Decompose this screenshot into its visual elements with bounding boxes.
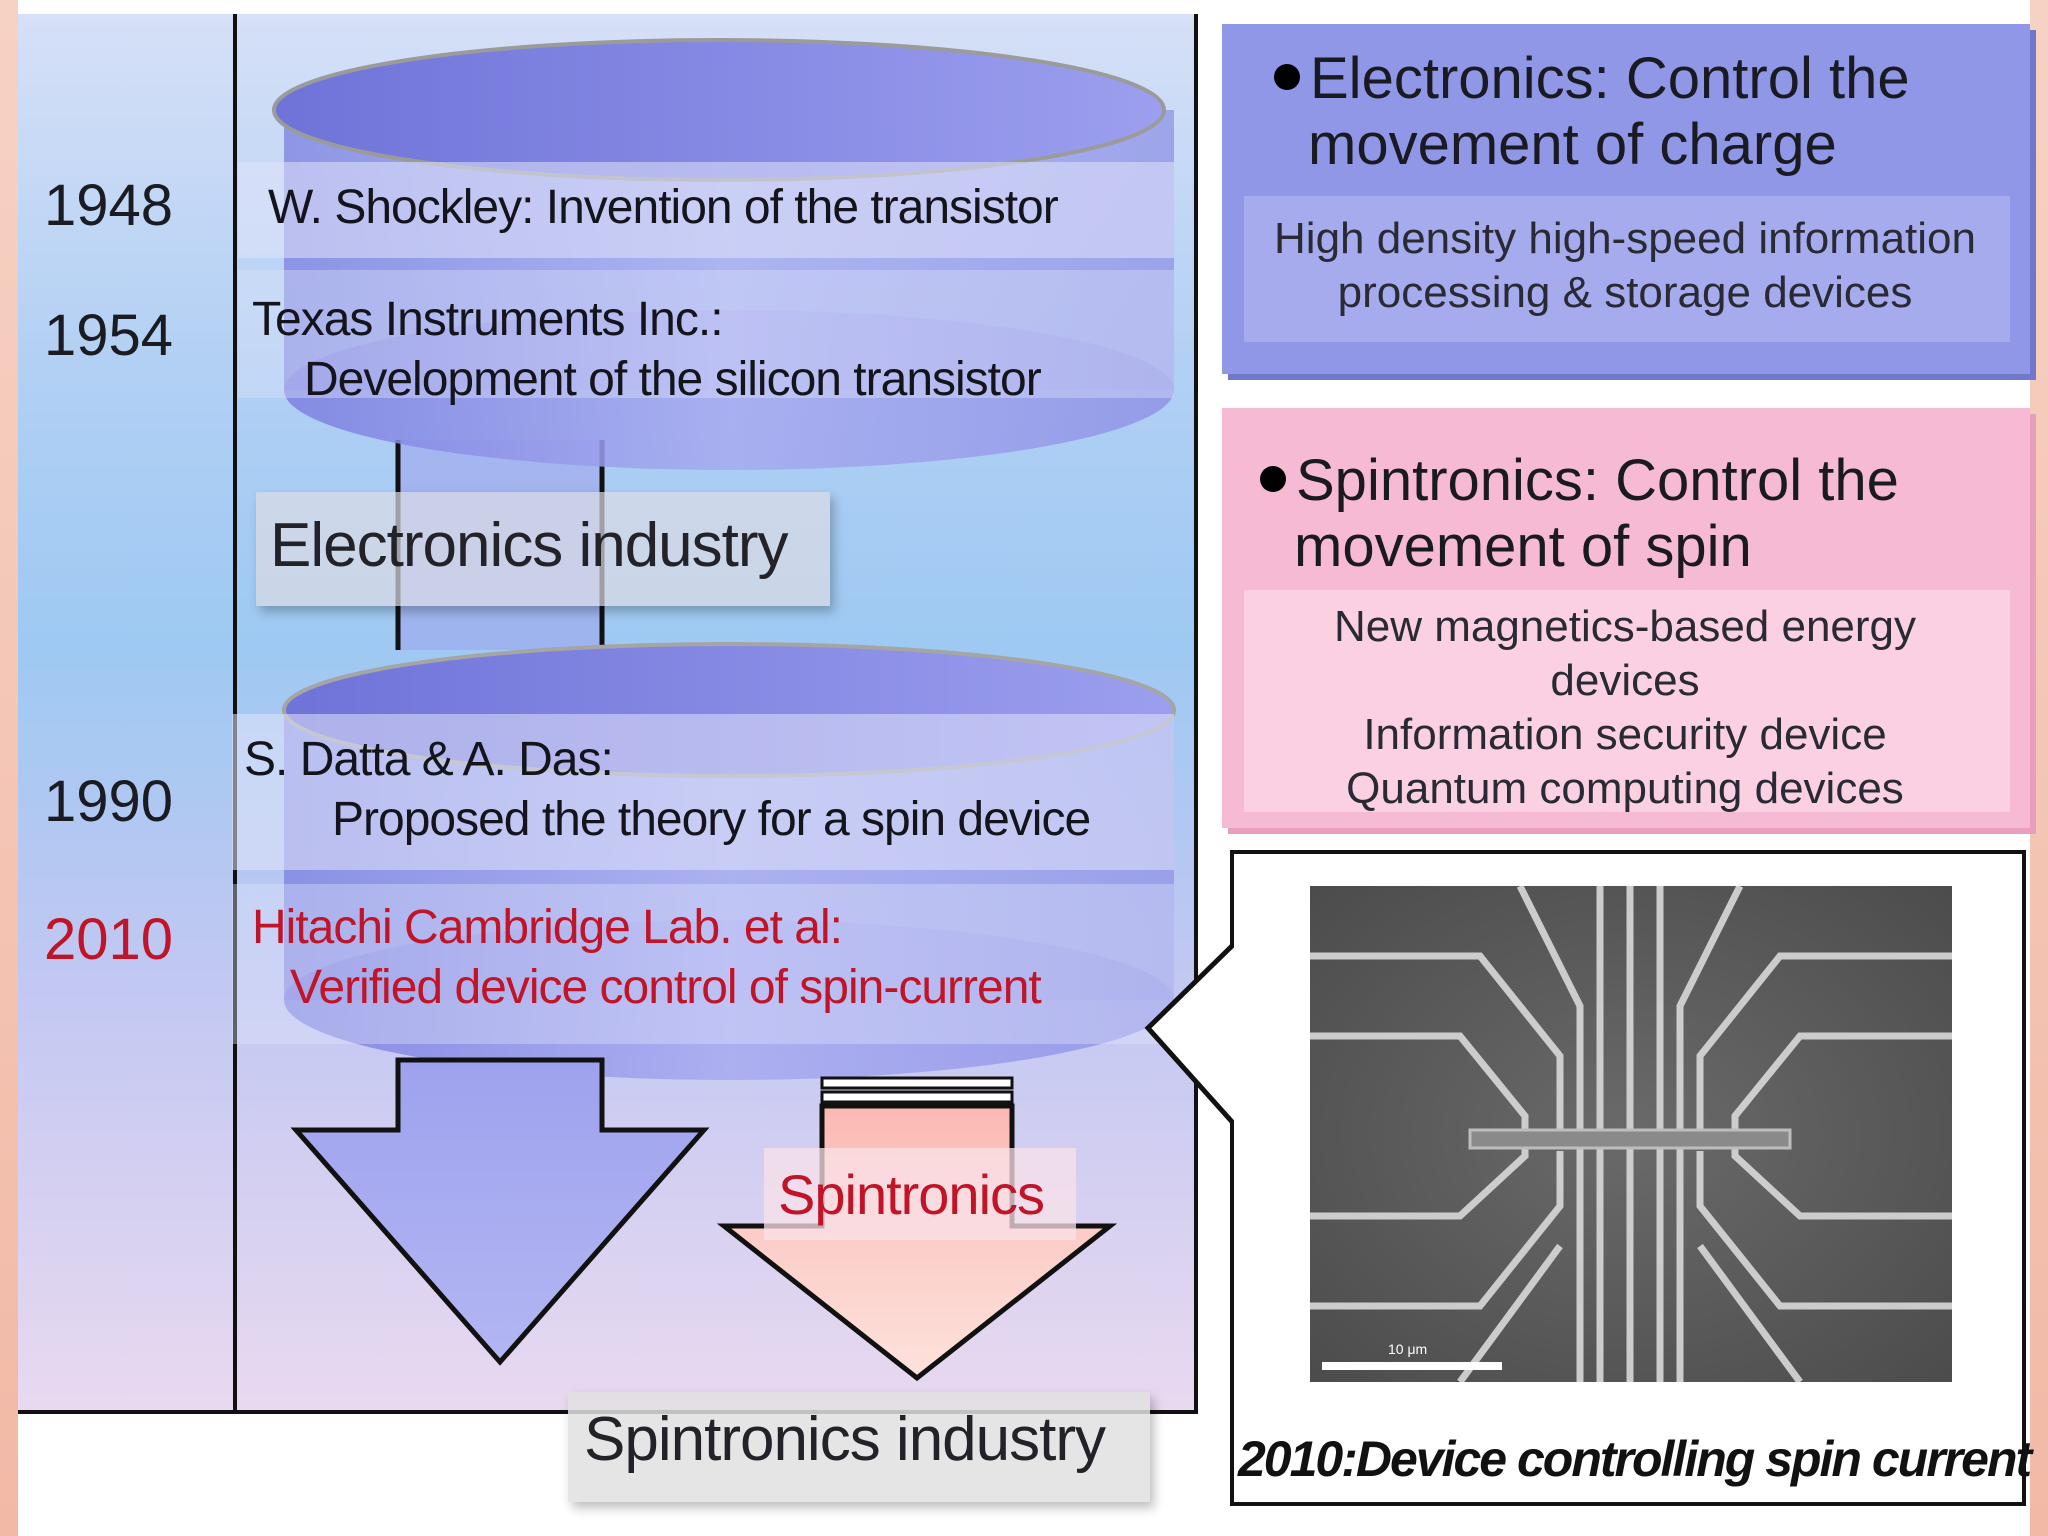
band-2010 [232, 884, 1174, 1044]
scale-bar-label: 10 μm [1388, 1341, 1427, 1357]
spintronics-desc-line3: Information security device [1363, 710, 1887, 759]
electronics-title-text: Electronics: Control the [1310, 46, 1910, 111]
spintronics-desc-line4: Quantum computing devices [1346, 764, 1904, 813]
slide-accent-bar [0, 0, 18, 1536]
year-1990: 1990 [44, 769, 174, 834]
spintronics-label-box [764, 1148, 1076, 1240]
electronics-title-line2: movement of charge [1308, 112, 1837, 177]
event-1954-line2: Development of the silicon transistor [304, 353, 1042, 406]
electronics-box-inner [1244, 196, 2010, 342]
event-2010-line1: Hitachi Cambridge Lab. et al: [252, 901, 843, 954]
spintronics-title-text: Spintronics: Control the [1296, 448, 1899, 513]
callout-pointer [1144, 940, 1240, 1160]
bullet-icon [1260, 465, 1286, 492]
photo-caption: 2010:Device controlling spin current [1238, 1431, 2032, 1487]
spintronics-box-inner [1244, 590, 2010, 812]
event-1990-line2: Proposed the theory for a spin device [332, 793, 1091, 846]
electronics-arrow [290, 1057, 710, 1366]
electronics-industry-label: Electronics industry [270, 511, 789, 580]
spintronics-desc-line1: New magnetics-based energy [1333, 602, 1917, 651]
year-2010: 2010 [44, 907, 174, 972]
sem-micrograph-image: 10 μm [1310, 886, 1952, 1382]
electronics-title-line1: Electronics: Control the [1274, 46, 1910, 112]
electronics-desc-line1: High density high-speed information [1274, 214, 1976, 263]
spintronics-title-line2: movement of spin [1294, 514, 1752, 579]
year-1954: 1954 [44, 303, 174, 368]
slide-accent-bar-right [2030, 0, 2048, 1536]
year-1948: 1948 [44, 173, 174, 238]
event-1990-line1: S. Datta & A. Das: [244, 733, 614, 786]
bullet-icon [1274, 63, 1300, 90]
band-1954 [238, 270, 1174, 398]
spintronics-industry-label: Spintronics industry [584, 1405, 1106, 1474]
spintronics-desc-line2: devices [1550, 656, 1700, 705]
band-1990 [232, 714, 1174, 870]
event-1948: W. Shockley: Invention of the transistor [268, 181, 1059, 234]
spintronics-label: Spintronics [778, 1163, 1045, 1226]
spintronics-title-line1: Spintronics: Control the [1260, 448, 1899, 514]
event-2010-line2: Verified device control of spin-current [290, 961, 1042, 1014]
electronics-industry-label-box [256, 492, 830, 606]
band-1948 [238, 162, 1174, 258]
spintronics-industry-label-box [568, 1392, 1150, 1502]
electronics-desc-line2: processing & storage devices [1337, 268, 1913, 317]
event-1954-line1: Texas Instruments Inc.: [252, 293, 724, 346]
